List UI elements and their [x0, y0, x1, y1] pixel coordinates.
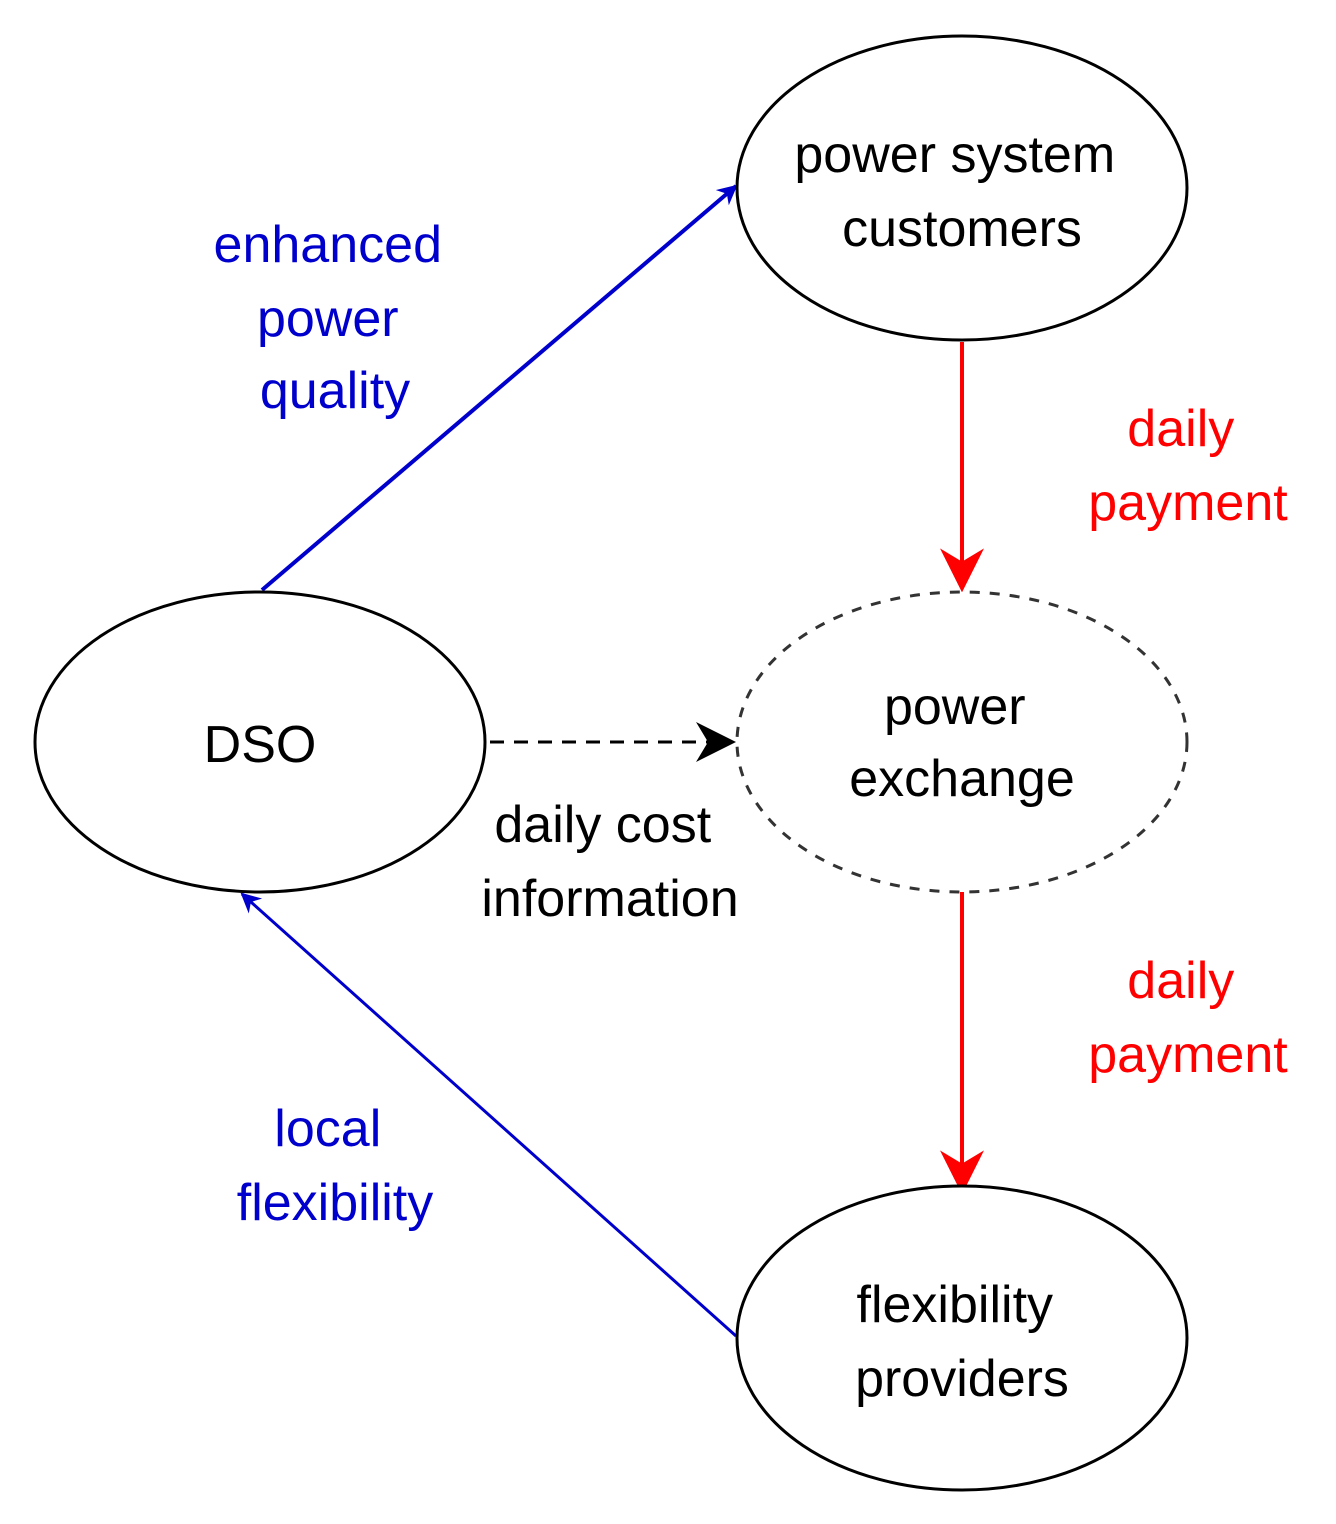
edge-local-flexibility-arrow — [240, 892, 738, 1338]
edge-label-local-flexibility: local flexibility — [237, 1100, 434, 1232]
edge-label-daily-payment-top: daily payment — [1088, 400, 1288, 532]
node-power-exchange — [735, 590, 1189, 894]
node-power-system-customers — [735, 34, 1189, 342]
node-label-flexibility-providers: flexibility providers — [855, 1276, 1069, 1408]
edge-label-daily-cost-information: daily cost information — [481, 796, 738, 928]
node-dso — [33, 590, 487, 894]
edge-label-enhanced-power-quality: enhanced power quality — [214, 216, 457, 420]
edge-enhanced-power-quality-arrow — [260, 184, 738, 592]
node-flexibility-providers — [735, 1184, 1189, 1492]
node-label-dso: DSO — [204, 716, 317, 774]
node-label-power-exchange: power exchange — [849, 678, 1075, 808]
node-label-power-system-customers: power system customers — [794, 126, 1129, 258]
edge-label-daily-payment-bottom: daily payment — [1088, 952, 1288, 1084]
